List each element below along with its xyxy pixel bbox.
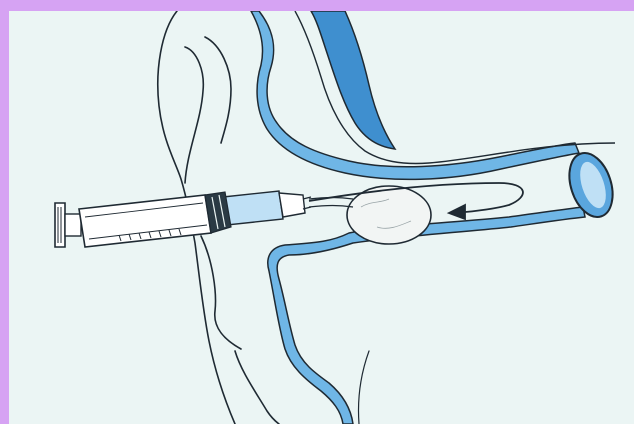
- syringe-plunger-cap: [55, 203, 65, 247]
- lobe-line: [235, 351, 279, 424]
- syringe-fluid: [223, 191, 283, 225]
- pinna-inner-fold: [185, 47, 203, 183]
- canal-lower-wall: [268, 207, 585, 424]
- canal-top-tissue: [311, 11, 395, 149]
- syringe-plunger-rod: [65, 214, 81, 236]
- neck-line: [358, 351, 369, 424]
- diagram-canvas: [9, 11, 634, 424]
- syringe: [55, 191, 353, 247]
- wax-plug-body: [347, 186, 431, 244]
- earwax-plug: [347, 186, 431, 244]
- flow-arrow-head: [449, 205, 465, 219]
- canal-upper-wall: [251, 11, 579, 179]
- syringe-barrel: [79, 195, 211, 247]
- syringe-tube: [309, 198, 353, 208]
- ear-irrigation-illustration: [9, 11, 634, 424]
- syringe-hub: [279, 193, 305, 217]
- pinna-helix: [205, 37, 231, 143]
- ear-canal: [251, 11, 615, 424]
